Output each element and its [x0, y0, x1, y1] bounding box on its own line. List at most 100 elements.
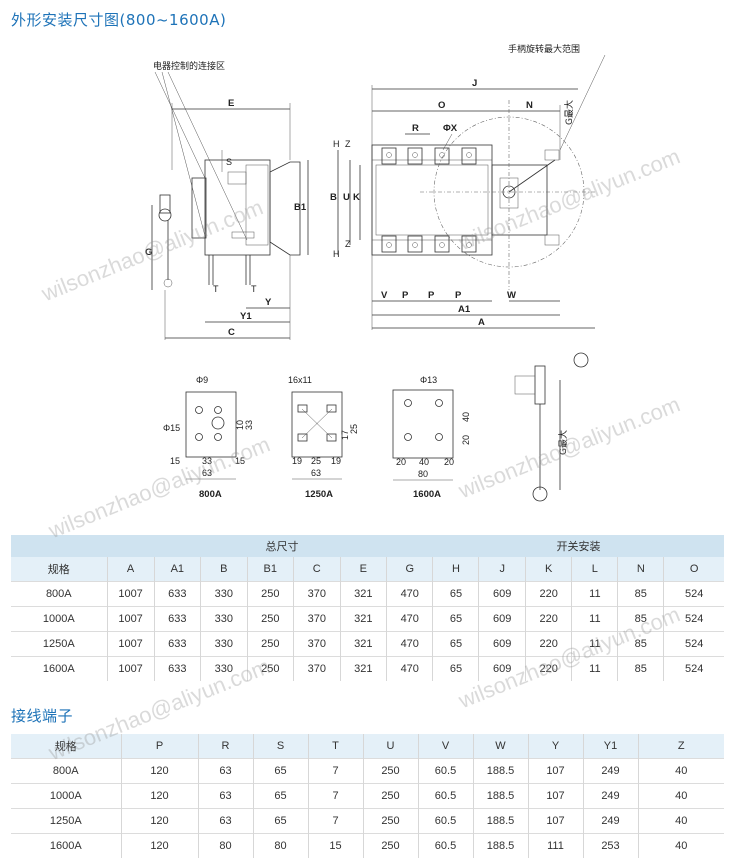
- table2-header-cell: U: [362, 734, 418, 759]
- table2-cell: 120: [120, 833, 198, 858]
- table1-cell: 321: [339, 606, 387, 632]
- dim-phiX: ΦX: [443, 123, 458, 134]
- table2-cell: 120: [120, 808, 198, 834]
- table2-cell: 120: [120, 783, 198, 809]
- table1-cell: 321: [339, 631, 387, 657]
- dim-H-top: H: [333, 139, 340, 149]
- table1-cell: 633: [153, 631, 201, 657]
- detail-800-h3: 15: [235, 456, 245, 466]
- detail-800-v1: 10: [235, 420, 245, 430]
- dimension-drawing: 电器控制的连接区 E S B1 G T T: [145, 43, 606, 502]
- detail-800-bighole: Φ15: [163, 423, 180, 433]
- table1-cell: 370: [293, 606, 341, 632]
- table2-cell: 1600A: [11, 833, 121, 858]
- table1-cell: 370: [293, 631, 341, 657]
- table2-cell: 60.5: [417, 783, 473, 809]
- table1-cell: 250: [246, 631, 294, 657]
- table1-cell: 65: [432, 581, 479, 607]
- table2-header-cell: P: [120, 734, 198, 759]
- dim-N: N: [526, 100, 533, 111]
- dim-P3: P: [455, 290, 462, 301]
- table1-cell: 609: [478, 606, 526, 632]
- front-view: 手柄旋转最大范围 J O N R ΦX H Z B U K Z H: [330, 43, 606, 330]
- dim-B1: B1: [294, 202, 307, 213]
- control-area-label: 电器控制的连接区: [153, 60, 225, 72]
- table1-cell: 1007: [106, 581, 155, 607]
- table1-cell: 250: [246, 581, 294, 607]
- table1-cell: 1250A: [11, 631, 108, 657]
- table2-cell: 188.5: [472, 758, 528, 784]
- detail-1250-h1: 19: [292, 456, 302, 466]
- table2-header-cell: Y1: [582, 734, 638, 759]
- dim-O: O: [438, 100, 445, 111]
- table2-cell: 250: [362, 758, 418, 784]
- table1-header-cell: L: [571, 557, 618, 582]
- table1-cell: 633: [153, 581, 201, 607]
- table2-cell: 188.5: [472, 783, 528, 809]
- detail-1600-h1: 20: [396, 457, 406, 467]
- dim-K: K: [353, 192, 360, 203]
- table1-header-cell: J: [478, 557, 526, 582]
- table1-cell: 633: [153, 656, 201, 681]
- dim-E: E: [228, 98, 234, 109]
- dim-Y1: Y1: [240, 311, 252, 322]
- table2-cell: 188.5: [472, 833, 528, 858]
- table2-cell: 250: [362, 808, 418, 834]
- detail-1600-v2: 20: [461, 435, 471, 445]
- table1-cell: 1007: [106, 606, 155, 632]
- g-max-side-label: G最大: [557, 430, 569, 455]
- table1-cell: 609: [478, 581, 526, 607]
- detail-1600A: Φ13 20 40 20 80 40 20 1600A: [392, 375, 471, 500]
- table2-cell: 1000A: [11, 783, 121, 809]
- table2-cell: 253: [582, 833, 638, 858]
- table1-cell: 85: [617, 656, 664, 681]
- table1-header-cell: B: [200, 557, 248, 582]
- table1-cell: 633: [153, 606, 201, 632]
- detail-1600-total: 80: [418, 469, 428, 479]
- table2-cell: 63: [197, 808, 253, 834]
- dim-T2: T: [251, 284, 257, 294]
- table2-cell: 65: [252, 758, 308, 784]
- table1-header-cell: O: [663, 557, 724, 582]
- table2-cell: 40: [637, 783, 724, 809]
- table2-cell: 107: [527, 783, 583, 809]
- table1-header-cell: C: [293, 557, 341, 582]
- table2-cell: 250: [362, 833, 418, 858]
- table2-cell: 40: [637, 833, 724, 858]
- dimension-drawing-title: 外形安装尺寸图(800~1600A): [11, 11, 227, 29]
- dim-P2: P: [428, 290, 435, 301]
- dim-V: V: [381, 290, 388, 301]
- table2-cell: 60.5: [417, 808, 473, 834]
- dim-R: R: [412, 123, 419, 134]
- terminals-title: 接线端子: [11, 707, 74, 725]
- table1-cell: 330: [200, 581, 248, 607]
- table1-cell: 800A: [11, 581, 108, 607]
- detail-1250-h2: 25: [311, 456, 321, 466]
- dim-P1: P: [402, 290, 409, 301]
- table1-header-cell: 规格: [11, 557, 108, 582]
- detail-800-h1: 15: [170, 456, 180, 466]
- table2-cell: 60.5: [417, 758, 473, 784]
- table1-header-cell: G: [385, 557, 433, 582]
- table2-header-cell: V: [417, 734, 473, 759]
- table1-cell: 11: [571, 606, 618, 632]
- table2-cell: 63: [197, 758, 253, 784]
- table2-cell: 65: [252, 808, 308, 834]
- table1-cell: 470: [385, 656, 433, 681]
- dim-G: G: [145, 247, 152, 258]
- table1-cell: 1600A: [11, 656, 108, 681]
- handle-range-label: 手柄旋转最大范围: [508, 43, 580, 55]
- table1-cell: 85: [617, 631, 664, 657]
- table2-cell: 65: [252, 783, 308, 809]
- detail-800-hole: Φ9: [196, 375, 208, 385]
- table2-cell: 60.5: [417, 833, 473, 858]
- table1-cell: 220: [524, 656, 572, 681]
- table1-header-cell: A1: [153, 557, 201, 582]
- detail-800-h2: 33: [202, 456, 212, 466]
- table1-cell: 65: [432, 606, 479, 632]
- table1-cell: 65: [432, 656, 479, 681]
- table1-cell: 524: [663, 606, 724, 632]
